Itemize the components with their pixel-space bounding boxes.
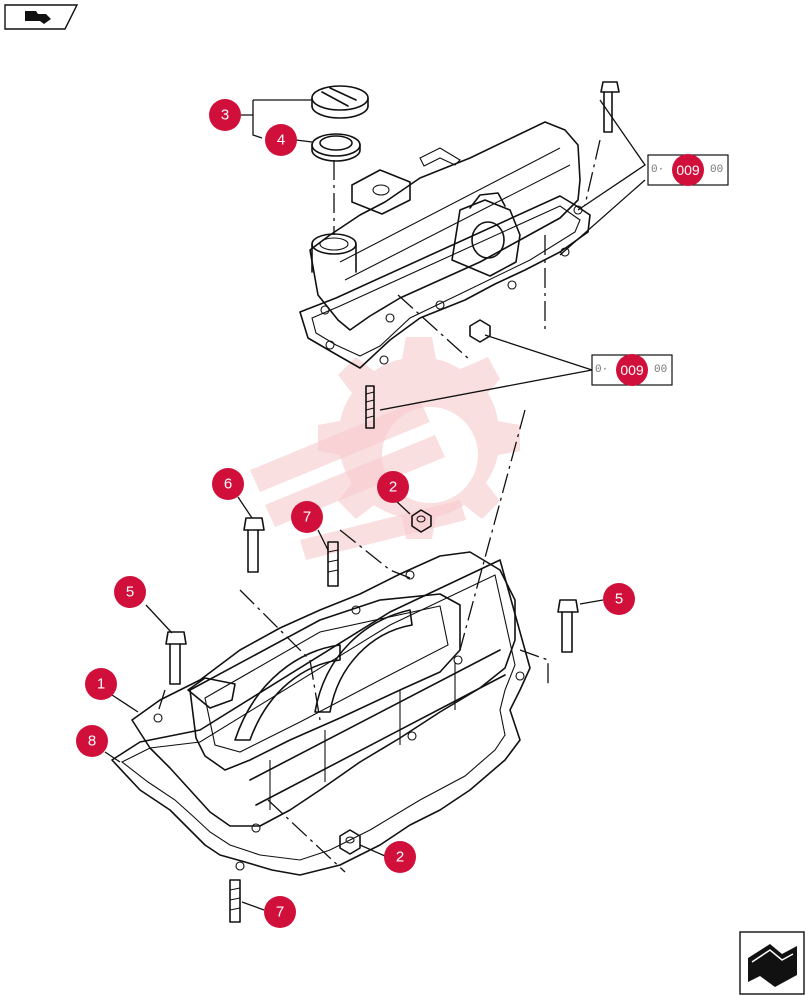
svg-text:1: 1 [97, 676, 105, 693]
reference-1-prefix: 0· [651, 164, 664, 176]
reference-1-label: 009 [676, 162, 700, 178]
callout-4[interactable]: 4 [265, 124, 297, 156]
reference-box-1[interactable]: 0· 00 009 [647, 154, 729, 186]
svg-text:2: 2 [389, 479, 397, 496]
upper-valve-cover [299, 121, 591, 369]
oil-filler-cap [311, 85, 369, 119]
svg-text:3: 3 [221, 107, 229, 124]
bolt-6 [243, 517, 265, 573]
bolt-5-left [165, 631, 187, 685]
bolt-5-right [557, 599, 579, 653]
reference-2-prefix: 0· [595, 364, 608, 376]
gear-watermark-icon [250, 337, 520, 560]
callout-5-left[interactable]: 5 [114, 576, 146, 608]
upper-stud [365, 385, 375, 429]
callout-8[interactable]: 8 [76, 725, 108, 757]
prev-page-arrow-icon[interactable] [4, 4, 79, 30]
stud-7-lower [229, 879, 241, 923]
svg-text:8: 8 [88, 733, 96, 750]
top-bolt [600, 81, 620, 133]
callout-5-right[interactable]: 5 [603, 583, 635, 615]
svg-text:7: 7 [276, 904, 284, 921]
reference-2-label: 009 [620, 362, 644, 378]
reference-2-suffix: 00 [654, 364, 667, 376]
upper-nut [469, 319, 491, 343]
svg-text:4: 4 [277, 132, 285, 149]
callout-7-upper[interactable]: 7 [291, 501, 323, 533]
callout-7-lower[interactable]: 7 [264, 896, 296, 928]
reference-box-2[interactable]: 0· 00 009 [591, 354, 673, 386]
stud-7-upper [327, 541, 339, 587]
nut-2-upper [411, 509, 432, 533]
next-page-arrow-icon[interactable] [739, 931, 805, 995]
svg-text:7: 7 [303, 509, 311, 526]
nut-2-lower [339, 829, 361, 855]
callout-6[interactable]: 6 [212, 468, 244, 500]
reference-1-suffix: 00 [710, 164, 723, 176]
callout-2-lower[interactable]: 2 [384, 841, 416, 873]
callout-2-upper[interactable]: 2 [377, 471, 409, 503]
svg-text:2: 2 [396, 849, 404, 866]
callout-3[interactable]: 3 [209, 99, 241, 131]
svg-text:5: 5 [126, 584, 134, 601]
callout-group: 3 4 6 2 7 5 5 1 8 2 7 [76, 99, 635, 928]
lower-valve-cover [111, 551, 531, 876]
svg-text:5: 5 [615, 591, 623, 608]
callout-1[interactable]: 1 [85, 668, 117, 700]
svg-text:6: 6 [224, 476, 232, 493]
o-ring [311, 133, 361, 162]
